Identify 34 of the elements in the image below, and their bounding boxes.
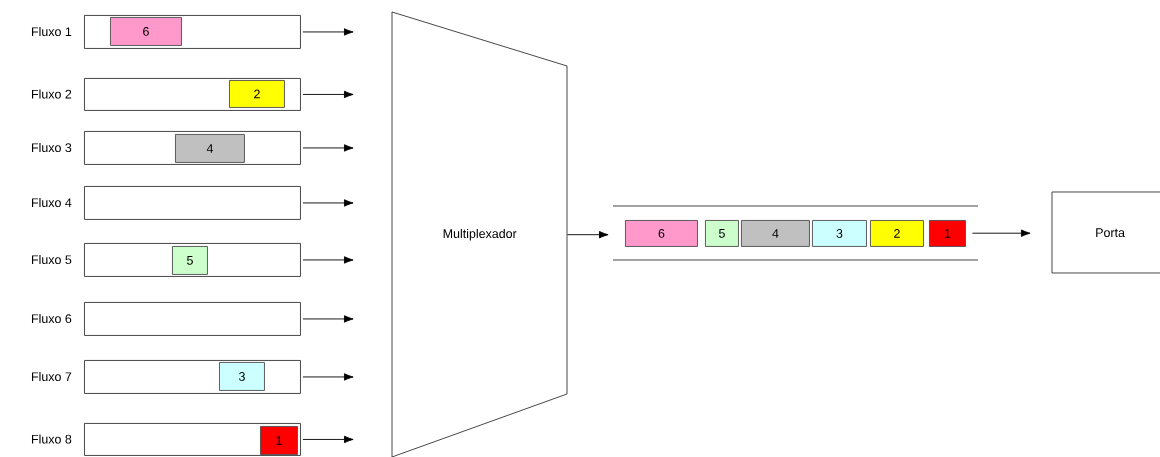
queue-label: Fluxo 3 [32, 142, 72, 153]
packet-box: 4 [741, 220, 810, 247]
queue-box [84, 302, 301, 336]
packet-box: 6 [110, 17, 182, 46]
packet-box: 5 [172, 246, 208, 275]
queue-box [84, 186, 301, 220]
port-box: Porta [1051, 191, 1160, 274]
packet-box: 4 [175, 134, 245, 163]
packet-box: 1 [929, 220, 966, 247]
packet-box: 5 [705, 220, 739, 247]
queue-label: Fluxo 4 [32, 197, 72, 208]
arrow [302, 144, 354, 152]
queue-label: Fluxo 6 [32, 313, 72, 324]
packet-box: 1 [260, 426, 298, 455]
packet-box: 2 [229, 80, 285, 108]
packet-box: 3 [812, 220, 867, 247]
queue-label: Fluxo 2 [32, 89, 72, 99]
multiplexer-trapezoid: Multiplexador [391, 11, 568, 457]
queue-label: Fluxo 1 [32, 26, 72, 37]
packet-box: 6 [625, 220, 698, 247]
arrow [971, 229, 1031, 237]
arrow [302, 435, 354, 444]
arrow [302, 256, 354, 264]
arrow [566, 231, 609, 239]
arrow [302, 315, 354, 323]
packet-box: 2 [870, 220, 924, 247]
queue-label: Fluxo 8 [32, 434, 72, 444]
queue-label: Fluxo 7 [32, 371, 72, 382]
arrow [302, 28, 354, 36]
arrow [302, 90, 354, 99]
queue-label: Fluxo 5 [32, 254, 72, 265]
arrow [302, 373, 354, 381]
packet-box: 3 [219, 362, 265, 391]
arrow [302, 199, 354, 207]
